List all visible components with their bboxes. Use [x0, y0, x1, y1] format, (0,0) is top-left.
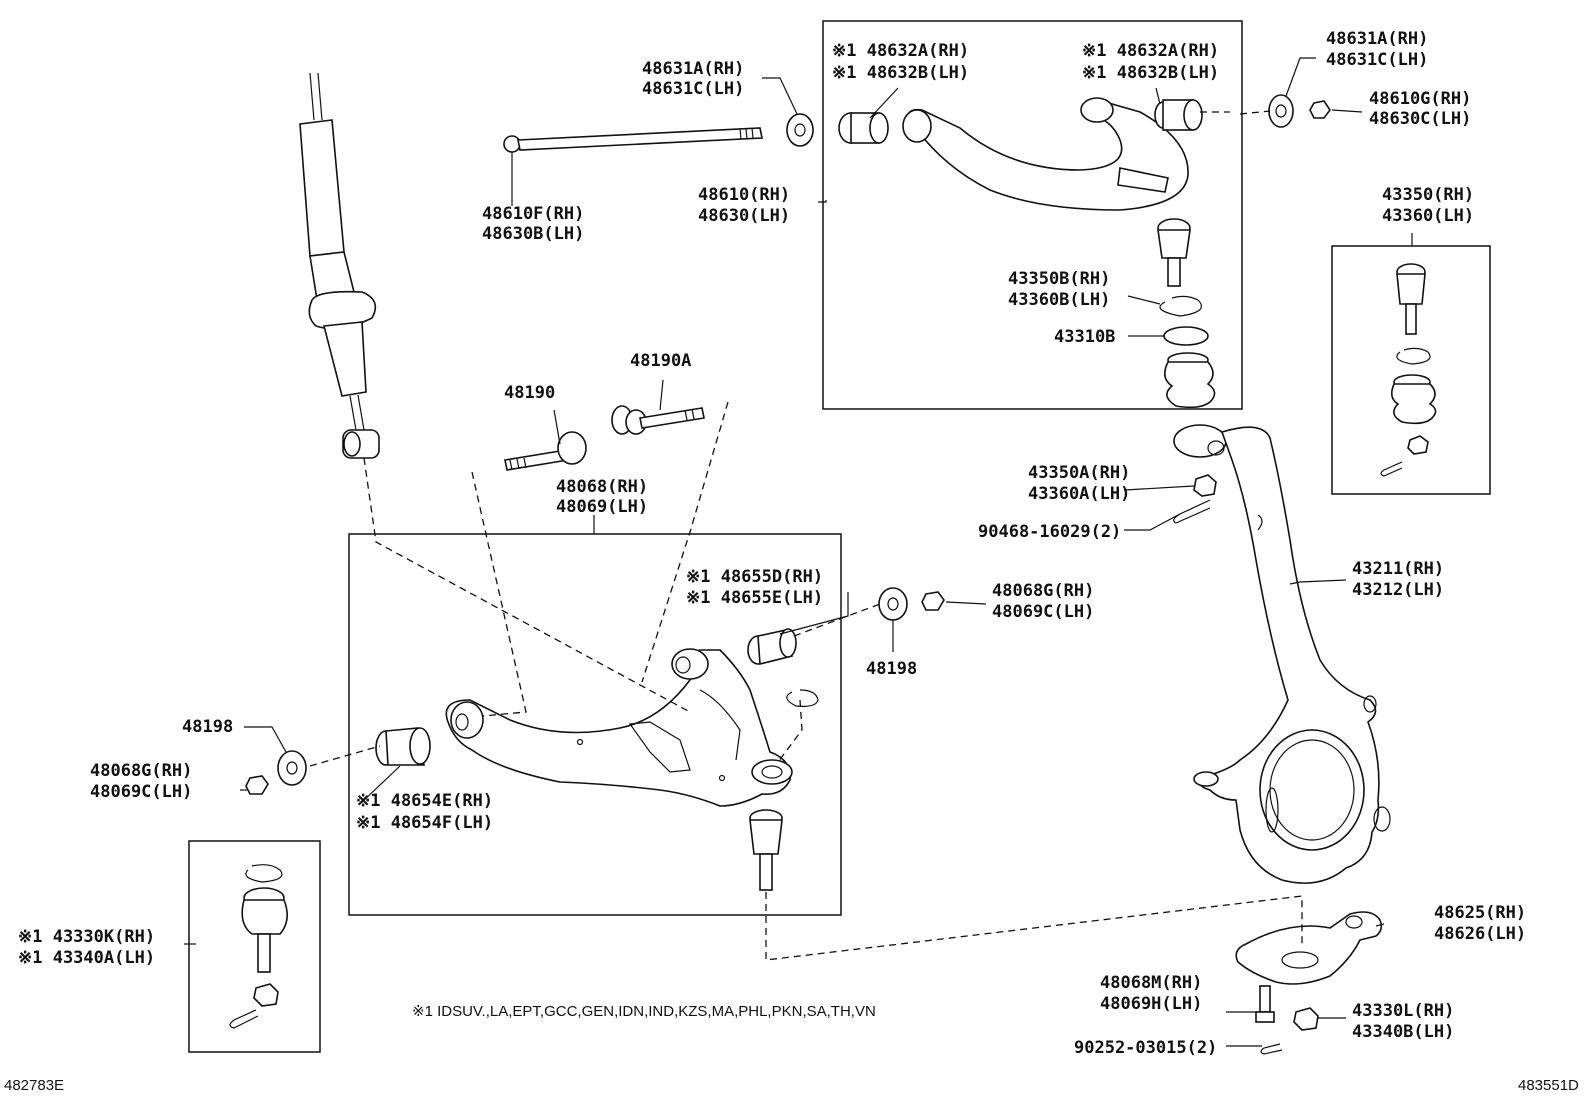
- label-43350B: 43350B(RH): [1008, 269, 1110, 289]
- label-43360B: 43360B(LH): [1008, 290, 1110, 310]
- label-48068G-left: 48068G(RH): [90, 761, 192, 781]
- label-48631A-rh-top: 48631A(RH): [642, 59, 744, 79]
- lower-control-arm: [445, 648, 793, 807]
- washer-48631A-left: [786, 113, 814, 147]
- lower-arm-bushing-rear: [747, 628, 797, 666]
- reference-code-left: 482783E: [4, 1077, 64, 1094]
- label-43211: 43211(RH): [1352, 559, 1444, 579]
- label-48068M: 48068M(RH): [1100, 973, 1202, 993]
- lower-ball-joint-kit: [229, 864, 288, 1029]
- label-48631A-right: 48631A(RH): [1326, 29, 1428, 49]
- label-48068G-right: 48068G(RH): [992, 581, 1094, 601]
- leader-lines: [184, 57, 1413, 1047]
- nut-48068G-right: [921, 591, 945, 611]
- label-48632B-left: ※1 48632B(LH): [832, 63, 969, 83]
- snap-ring-43350B: [1159, 295, 1202, 317]
- lower-arm-snap-ring: [786, 689, 819, 707]
- label-48655E: ※1 48655E(LH): [686, 588, 823, 608]
- label-43310B: 43310B: [1054, 327, 1115, 347]
- label-43360A: 43360A(LH): [1028, 484, 1130, 504]
- label-48631C-lh-top: 48631C(LH): [642, 79, 744, 99]
- cotter-pin-90468: [1173, 499, 1211, 524]
- upper-control-arm: [902, 97, 1189, 211]
- reference-code-right: 483551D: [1518, 1077, 1579, 1094]
- footnote-market-codes: ※1 IDSUV.,LA,EPT,GCC,GEN,IDN,IND,KZS,MA,…: [412, 1003, 876, 1020]
- label-48626: 48626(LH): [1434, 924, 1526, 944]
- label-48190: 48190: [504, 383, 555, 403]
- label-48632B-right: ※1 48632B(LH): [1082, 63, 1219, 83]
- shock-absorber: [299, 72, 380, 459]
- cotter-pin-90252: [1260, 1043, 1283, 1055]
- label-43340A: ※1 43340A(LH): [18, 948, 155, 968]
- label-48632A-left: ※1 48632A(RH): [832, 41, 969, 61]
- dust-boot-upper: [1164, 352, 1216, 409]
- label-48610G: 48610G(RH): [1369, 89, 1471, 109]
- lower-arm-group-box: [348, 533, 842, 916]
- label-48190A: 48190A: [630, 351, 691, 371]
- label-48630: 48630(LH): [698, 206, 790, 226]
- label-48631C-right: 48631C(LH): [1326, 50, 1428, 70]
- washer-48631A-right: [1268, 94, 1294, 128]
- nut-48068G-left: [245, 775, 269, 795]
- label-48630B: 48630B(LH): [482, 224, 584, 244]
- upper-arm-bolt-48610F: [503, 127, 763, 153]
- label-43212: 43212(LH): [1352, 580, 1444, 600]
- upper-arm-bushing-right: [1154, 99, 1203, 131]
- steering-knuckle: [1173, 424, 1391, 884]
- label-48654E: ※1 48654E(RH): [356, 791, 493, 811]
- ball-joint-kit-box: [1331, 245, 1491, 495]
- label-43330L: 43330L(RH): [1352, 1001, 1454, 1021]
- castle-nut-43330L: [1293, 1007, 1319, 1031]
- label-48632A-right: ※1 48632A(RH): [1082, 41, 1219, 61]
- label-48198-left: 48198: [182, 717, 233, 737]
- upper-arm-group-box: [822, 20, 1243, 410]
- stabilizer-bracket: [1235, 911, 1383, 985]
- label-48630C: 48630C(LH): [1369, 109, 1471, 129]
- label-90252: 90252-03015(2): [1074, 1038, 1217, 1058]
- label-48610: 48610(RH): [698, 185, 790, 205]
- label-48069: 48069(LH): [556, 497, 648, 517]
- lower-ball-joint-box: [188, 840, 321, 1053]
- upper-arm-bushing-left: [838, 112, 889, 144]
- dashed-connectors: [309, 110, 1303, 961]
- label-48068: 48068(RH): [556, 477, 648, 497]
- label-43350: 43350(RH): [1382, 185, 1474, 205]
- label-43340B: 43340B(LH): [1352, 1022, 1454, 1042]
- castle-nut-43350A: [1193, 474, 1217, 497]
- cam-plate-48198-left: [277, 750, 307, 786]
- upper-ball-joint: [1157, 218, 1191, 287]
- label-43350A: 43350A(RH): [1028, 463, 1130, 483]
- label-43330K: ※1 43330K(RH): [18, 927, 155, 947]
- cam-bolt-48190: [504, 431, 587, 471]
- label-48655D: ※1 48655D(RH): [686, 567, 823, 587]
- label-48069C-left: 48069C(LH): [90, 782, 192, 802]
- label-48069C-right: 48069C(LH): [992, 602, 1094, 622]
- label-48625: 48625(RH): [1434, 903, 1526, 923]
- lower-arm-bushing-front: [375, 727, 431, 766]
- label-48198-right: 48198: [866, 659, 917, 679]
- ball-joint-kit: [1380, 263, 1437, 477]
- label-48654F: ※1 48654F(LH): [356, 813, 493, 833]
- label-48610F: 48610F(RH): [482, 204, 584, 224]
- lower-ball-joint-in-box: [749, 809, 783, 891]
- bolt-48068M: [1255, 985, 1275, 1023]
- ring-43310B: [1163, 326, 1209, 346]
- cam-bolt-48190A: [611, 405, 705, 435]
- label-48069H: 48069H(LH): [1100, 994, 1202, 1014]
- cam-plate-48198-right: [878, 587, 908, 621]
- label-43360: 43360(LH): [1382, 206, 1474, 226]
- label-90468: 90468-16029(2): [978, 522, 1121, 542]
- nut-48610G: [1309, 100, 1331, 119]
